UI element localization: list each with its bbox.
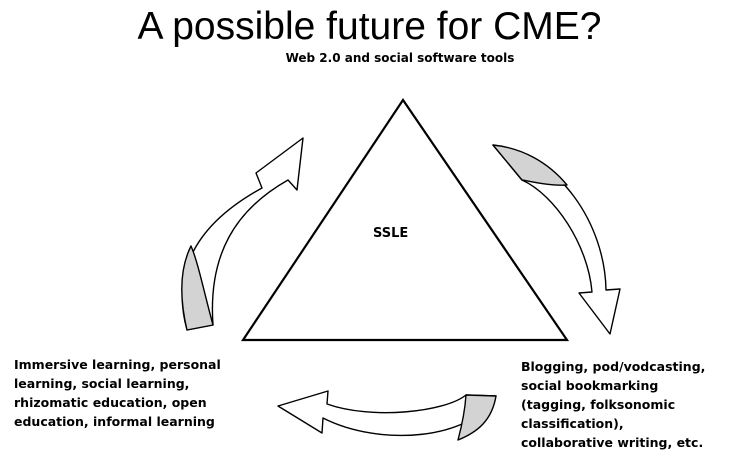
left-label-line: Immersive learning, personal [14,357,221,372]
right-label-line: classification), [521,416,624,431]
left-label-line: rhizomatic education, open [14,395,207,410]
bottom-cycle-arrow [277,390,497,441]
right-label-line: Blogging, pod/vodcasting, [521,359,706,374]
left-cycle-arrow [181,137,304,331]
right-corner-label: Blogging, pod/vodcasting, social bookmar… [521,357,705,452]
left-label-line: education, informal learning [14,414,215,429]
right-label-line: social bookmarking [521,378,659,393]
slide-title: A possible future for CME? [137,5,602,48]
top-label: Web 2.0 and social software tools [285,51,515,65]
ssle-triangle [240,98,570,342]
right-label-line: collaborative writing, etc. [521,435,704,450]
center-label: SSLE [373,226,409,241]
right-cycle-arrow [492,144,621,335]
left-corner-label: Immersive learning, personal learning, s… [14,355,221,431]
right-label-line: (tagging, folksonomic [521,397,676,412]
left-label-line: learning, social learning, [14,376,190,391]
